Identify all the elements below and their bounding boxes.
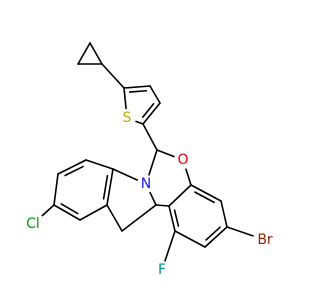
- bond-line: [123, 85, 151, 89]
- bond-line: [77, 42, 91, 65]
- bond-line: [190, 184, 222, 202]
- bond-line: [85, 159, 114, 170]
- atom-br-label: Br: [257, 232, 273, 248]
- atom-s: S: [118, 109, 136, 127]
- atom-cl: Cl: [21, 212, 45, 236]
- bond-line: [106, 204, 123, 232]
- atom-f-label: F: [158, 262, 166, 278]
- bond-line-double: [194, 191, 215, 204]
- bond-line-double: [141, 102, 155, 118]
- bond-line: [53, 173, 59, 206]
- bond-line-double: [102, 174, 109, 200]
- bond-line: [57, 159, 87, 175]
- bond-line: [79, 204, 108, 221]
- bond-line-double: [64, 165, 84, 177]
- bond-line: [106, 168, 114, 206]
- bond-line: [149, 85, 161, 104]
- atom-labels: S O N Cl Br F: [21, 109, 277, 279]
- bond-line-double: [60, 203, 79, 215]
- bond-line: [174, 230, 206, 248]
- atom-o-label: O: [177, 152, 188, 168]
- molecule-structure-diagram: S O N Cl Br F: [21, 42, 277, 279]
- atom-o: O: [174, 151, 192, 169]
- bond-line: [168, 205, 176, 232]
- atom-f: F: [153, 261, 171, 279]
- atom-s-label: S: [123, 110, 132, 126]
- bond-line-double: [205, 226, 221, 241]
- bond-line-double: [173, 209, 180, 227]
- bond-line: [142, 123, 158, 151]
- bond-line: [168, 184, 192, 207]
- bond-line: [89, 42, 103, 65]
- atom-cl-label: Cl: [26, 216, 40, 232]
- bond-line: [220, 200, 228, 228]
- bond-line: [155, 204, 170, 207]
- bond-line: [121, 204, 157, 232]
- atom-n-label: N: [141, 176, 151, 192]
- bond-lines: [32, 42, 266, 271]
- bond-line-double: [128, 89, 148, 93]
- bond-line: [101, 63, 125, 89]
- bond-line: [204, 226, 228, 248]
- bond-line: [53, 204, 81, 221]
- atom-br: Br: [253, 228, 277, 252]
- atom-n: N: [137, 175, 155, 193]
- bond-line: [142, 102, 161, 125]
